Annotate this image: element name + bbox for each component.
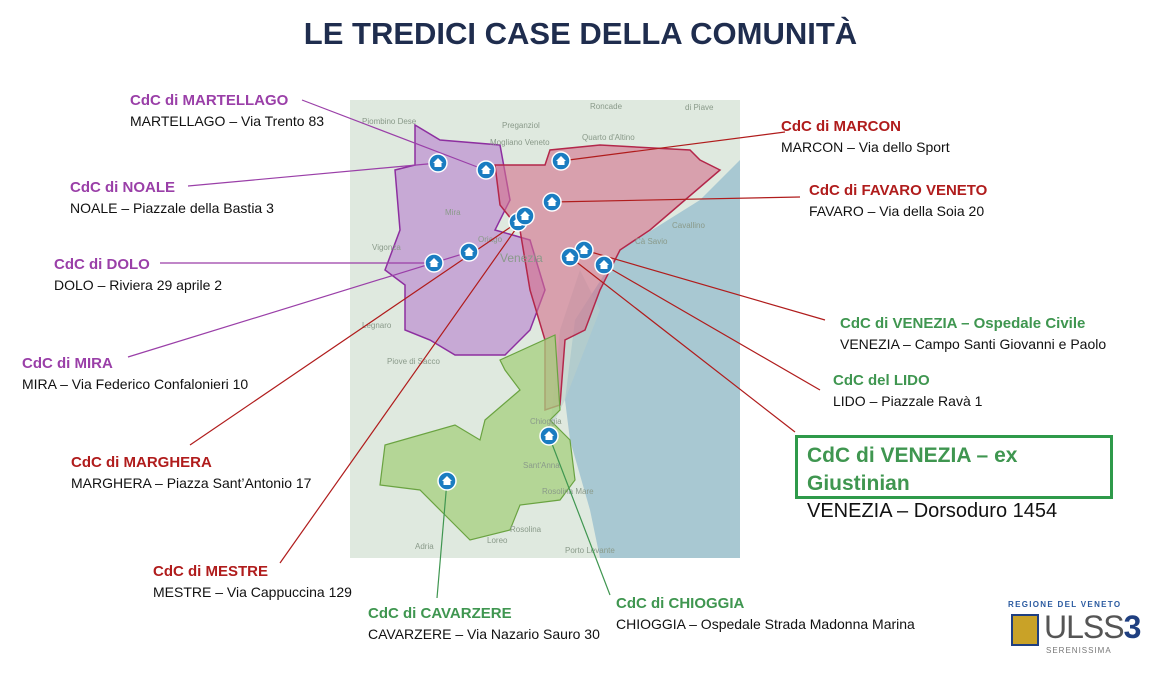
map-place: Rosolina <box>510 525 542 534</box>
house-name: CdC di MIRA <box>22 355 113 372</box>
map-place: Porto Levante <box>565 546 615 555</box>
map-place: Cà Savio <box>635 237 668 246</box>
logo-sub: SERENISSIMA <box>1046 646 1112 655</box>
house-noale: CdC di NOALE NOALE – Piazzale della Bast… <box>70 177 274 219</box>
house-marker-icon[interactable] <box>459 242 479 262</box>
house-name: CdC di VENEZIA – ex Giustinian <box>807 444 1018 495</box>
map-place: Vigonza <box>372 243 401 252</box>
house-address: MARTELLAGO – Via Trento 83 <box>130 113 325 129</box>
house-address: MARCON – Via dello Sport <box>781 139 950 155</box>
house-address: MESTRE – Via Cappuccina 129 <box>153 584 352 600</box>
house-address: VENEZIA – Dorsoduro 1454 <box>807 500 1058 522</box>
house-name: CdC di CAVARZERE <box>368 605 512 622</box>
house-address: MIRA – Via Federico Confalonieri 10 <box>22 376 249 392</box>
map-place: Mogliano Veneto <box>490 138 550 147</box>
lion-shield-icon <box>1011 614 1039 646</box>
district-green <box>379 334 576 541</box>
house-address: NOALE – Piazzale della Bastia 3 <box>70 200 274 216</box>
map-place: Preganziol <box>502 121 540 130</box>
house-marcon: CdC di MARCON MARCON – Via dello Sport <box>781 116 950 158</box>
house-dolo: CdC di DOLO DOLO – Riviera 29 aprile 2 <box>54 254 222 296</box>
logo-ulss: ULSS3 <box>1044 609 1142 646</box>
house-address: CAVARZERE – Via Nazario Sauro 30 <box>368 626 600 642</box>
map-place: Mira <box>445 208 461 217</box>
house-favaro: CdC di FAVARO VENETO FAVARO – Via della … <box>809 180 987 222</box>
house-name: CdC di MARCON <box>781 118 901 135</box>
house-name: CdC di MARGHERA <box>71 454 212 471</box>
house-cavarzere: CdC di CAVARZERE CAVARZERE – Via Nazario… <box>368 603 600 645</box>
house-name: CdC di FAVARO VENETO <box>809 182 988 199</box>
map-place: Oriago <box>478 235 503 244</box>
highlight-box-giustinian: CdC di VENEZIA – ex Giustinian VENEZIA –… <box>795 435 1113 522</box>
map-place: Sant'Anna <box>523 461 560 470</box>
house-marker-icon[interactable] <box>560 247 580 267</box>
house-address: LIDO – Piazzale Ravà 1 <box>833 393 983 409</box>
house-marker-icon[interactable] <box>515 206 535 226</box>
map-place: Venezia <box>500 251 543 265</box>
house-address: MARGHERA – Piazza Sant’Antonio 17 <box>71 475 312 491</box>
house-marker-icon[interactable] <box>428 153 448 173</box>
house-address: CHIOGGIA – Ospedale Strada Madonna Marin… <box>616 616 915 632</box>
page-title: LE TREDICI CASE DELLA COMUNITÀ <box>303 16 858 51</box>
house-mira: CdC di MIRA MIRA – Via Federico Confalon… <box>22 353 248 395</box>
house-address: VENEZIA – Campo Santi Giovanni e Paolo <box>840 336 1107 352</box>
house-mestre: CdC di MESTRE MESTRE – Via Cappuccina 12… <box>153 561 352 603</box>
map-place: Piove di Sacco <box>387 357 440 366</box>
logo-number: 3 <box>1123 609 1142 645</box>
map-place: Roncade <box>590 102 623 111</box>
map-place: di Piave <box>685 103 714 112</box>
house-name: CdC di CHIOGGIA <box>616 595 745 612</box>
house-marker-icon[interactable] <box>539 426 559 446</box>
map-place: Adria <box>415 542 434 551</box>
house-marker-icon[interactable] <box>437 471 457 491</box>
house-marker-icon[interactable] <box>476 160 496 180</box>
house-martellago: CdC di MARTELLAGO MARTELLAGO – Via Trent… <box>130 90 324 132</box>
map-place: Cavallino <box>672 221 705 230</box>
house-venezia-ospedale: CdC di VENEZIA – Ospedale Civile VENEZIA… <box>840 313 1106 355</box>
map-place: Quarto d'Altino <box>582 133 635 142</box>
map-place: Piombino Dese <box>362 117 417 126</box>
house-address: FAVARO – Via della Soia 20 <box>809 203 985 219</box>
house-marker-icon[interactable] <box>542 192 562 212</box>
house-marghera: CdC di MARGHERA MARGHERA – Piazza Sant’A… <box>71 452 311 494</box>
house-name: CdC del LIDO <box>833 372 930 389</box>
house-marker-icon[interactable] <box>551 151 571 171</box>
house-chioggia: CdC di CHIOGGIA CHIOGGIA – Ospedale Stra… <box>616 593 915 635</box>
ulss3-logo: REGIONE DEL VENETO ULSS3 SERENISSIMA <box>1008 600 1141 660</box>
house-name: CdC di DOLO <box>54 256 150 273</box>
map-place: Loreo <box>487 536 508 545</box>
house-lido: CdC del LIDO LIDO – Piazzale Ravà 1 <box>833 370 982 412</box>
house-marker-icon[interactable] <box>594 255 614 275</box>
house-address: DOLO – Riviera 29 aprile 2 <box>54 277 223 293</box>
house-name: CdC di NOALE <box>70 179 175 196</box>
logo-region: REGIONE DEL VENETO <box>1008 600 1122 609</box>
logo-ulss-text: ULSS <box>1044 609 1125 645</box>
house-marker-icon[interactable] <box>424 253 444 273</box>
map-place: Rosolina Mare <box>542 487 594 496</box>
map-place: Chioggia <box>530 417 562 426</box>
sea <box>565 160 740 558</box>
map-place: Legnaro <box>362 321 392 330</box>
house-name: CdC di MARTELLAGO <box>130 92 289 109</box>
house-name: CdC di VENEZIA – Ospedale Civile <box>840 315 1086 332</box>
house-name: CdC di MESTRE <box>153 563 268 580</box>
